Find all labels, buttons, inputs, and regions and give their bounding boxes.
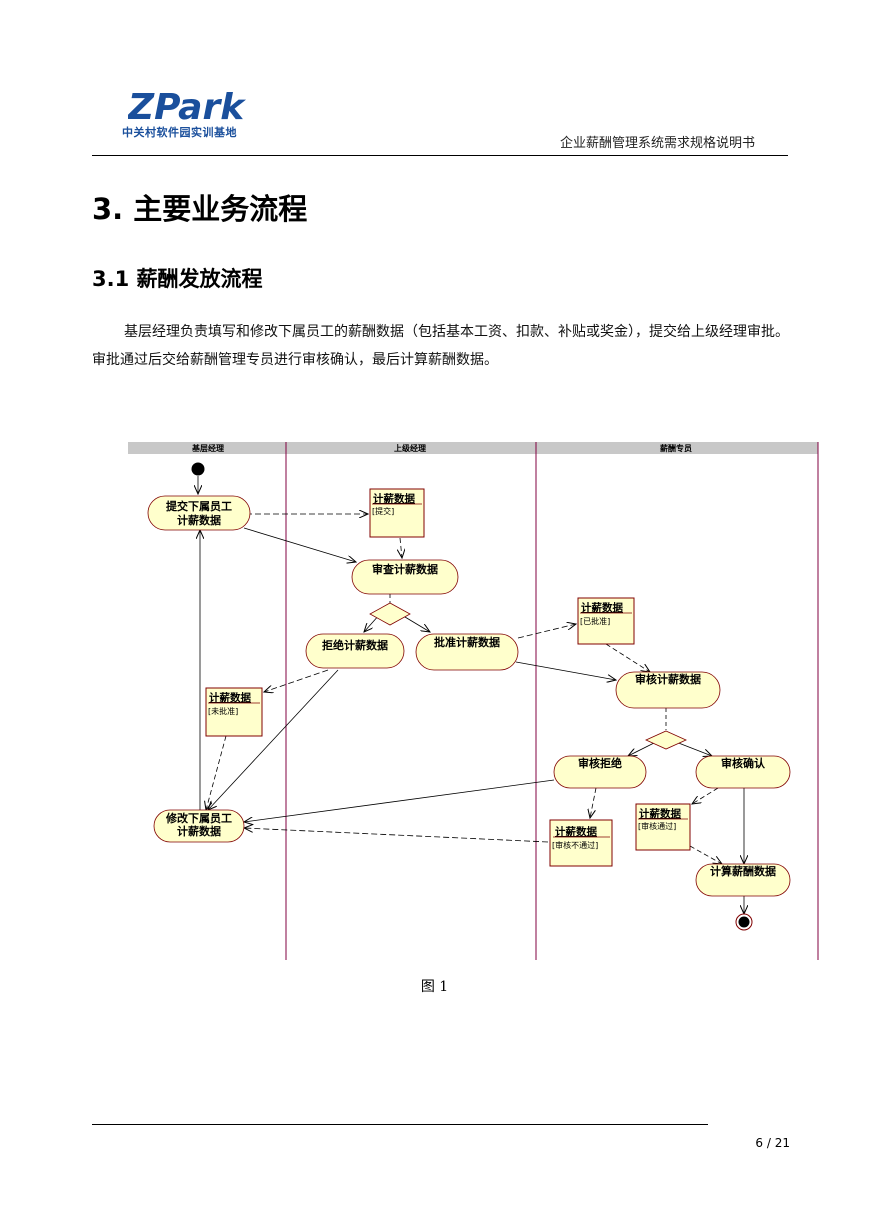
flow-edge (517, 624, 576, 639)
object-name: 计薪数据 (555, 825, 597, 838)
activity-review (351, 559, 459, 595)
figure-caption: 图 1 (420, 979, 449, 995)
object-node-submitted (369, 488, 425, 538)
activity-reject-label: 拒绝计薪数据 (322, 638, 388, 652)
activity-compute-label: 计算薪酬数据 (710, 864, 776, 878)
footer-divider (92, 1124, 708, 1125)
activity-audit-confirm-label: 审核确认 (721, 756, 766, 770)
object-name: 计薪数据 (639, 807, 681, 820)
activity-submit (147, 495, 251, 531)
header-divider (92, 155, 788, 156)
activity-submit-label: 提交下属员工 (166, 499, 232, 513)
activity-audit-confirm (695, 755, 791, 789)
initial-node (191, 462, 205, 476)
decision-diamond (369, 602, 411, 626)
flow-edge (400, 537, 402, 558)
logo-subtitle: 中关村软件园实训基地 (122, 126, 237, 139)
zpark-logo-icon: ZPark (128, 88, 246, 124)
flow-edge (692, 787, 719, 804)
object-state: [已批准] (580, 616, 610, 626)
flow-edge (264, 669, 329, 692)
object-state: [审核通过] (638, 821, 676, 831)
final-node-core (738, 916, 750, 928)
swimlane-header-bar (128, 442, 818, 454)
activity-approve (415, 633, 519, 671)
activity-compute (695, 863, 791, 897)
object-node-audit-failed (549, 819, 613, 867)
object-name: 计薪数据 (581, 601, 623, 614)
object-node-audit-passed (635, 803, 691, 851)
flow-edge (515, 661, 616, 680)
flow-edge (605, 643, 650, 672)
activity-modify-label: 计薪数据 (177, 824, 221, 838)
object-state: [未批准] (208, 706, 238, 716)
activity-audit-reject-label: 审核拒绝 (578, 756, 622, 770)
svg-text:ZPark: ZPark (128, 88, 246, 124)
object-state: [审核不通过] (552, 840, 598, 850)
flow-edge (243, 527, 356, 562)
activity-reject (305, 633, 405, 669)
flow-edge (208, 669, 339, 810)
body-paragraph: 基层经理负责填写和修改下属员工的薪酬数据（包括基本工资、扣款、补贴或奖金），提交… (92, 324, 789, 368)
lane-label-senior-manager: 上级经理 (394, 443, 426, 453)
object-node-not-approved (205, 687, 263, 737)
activity-approve-label: 批准计薪数据 (434, 635, 500, 649)
lane-label-basic-manager: 基层经理 (191, 443, 224, 453)
object-state: [提交] (372, 506, 394, 516)
flow-edge (689, 845, 722, 864)
flow-edge (675, 741, 712, 756)
activity-diagram: 基层经理 上级经理 薪酬专员 (128, 442, 819, 960)
flow-edge (590, 787, 597, 818)
flow-edge (628, 741, 657, 756)
page-number: 6 / 21 (755, 1136, 790, 1150)
activity-submit-label: 计薪数据 (177, 513, 221, 527)
activity-review-label: 审查计薪数据 (372, 562, 438, 576)
flow-edge (244, 828, 549, 843)
section-heading: 3.1 薪酬发放流程 (92, 267, 263, 291)
flow-edge (206, 735, 227, 810)
object-name: 计薪数据 (209, 691, 251, 704)
decision-diamond (645, 730, 687, 750)
lane-label-payroll-specialist: 薪酬专员 (660, 443, 692, 453)
document-title: 企业薪酬管理系统需求规格说明书 (560, 136, 756, 151)
activity-audit-reject (553, 755, 647, 789)
chapter-heading: 3. 主要业务流程 (92, 192, 308, 226)
activity-modify (153, 809, 245, 843)
object-node-approved (577, 597, 635, 645)
object-name: 计薪数据 (373, 492, 415, 505)
activity-audit (615, 671, 721, 709)
flow-edge (244, 779, 555, 822)
activity-audit-label: 审核计薪数据 (635, 672, 701, 686)
activity-modify-label: 修改下属员工 (165, 811, 232, 825)
